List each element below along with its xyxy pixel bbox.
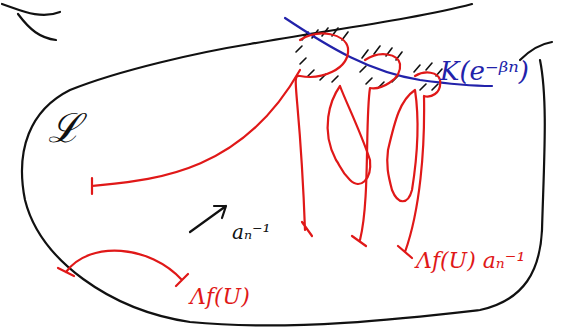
set-label: Λf(U): [190, 286, 250, 308]
map-label: aₙ⁻¹: [232, 222, 271, 242]
red-curves: [58, 34, 440, 286]
region-outline: [22, 44, 545, 325]
set-label: Λf(U) aₙ⁻¹: [416, 250, 525, 272]
set-label: K(e⁻ᵝⁿ): [440, 58, 529, 84]
mapping-arrow: [190, 206, 226, 232]
region-top-edge: [250, 4, 472, 44]
region-name: ℒ: [48, 108, 81, 148]
corner-scribble: [2, 4, 60, 40]
